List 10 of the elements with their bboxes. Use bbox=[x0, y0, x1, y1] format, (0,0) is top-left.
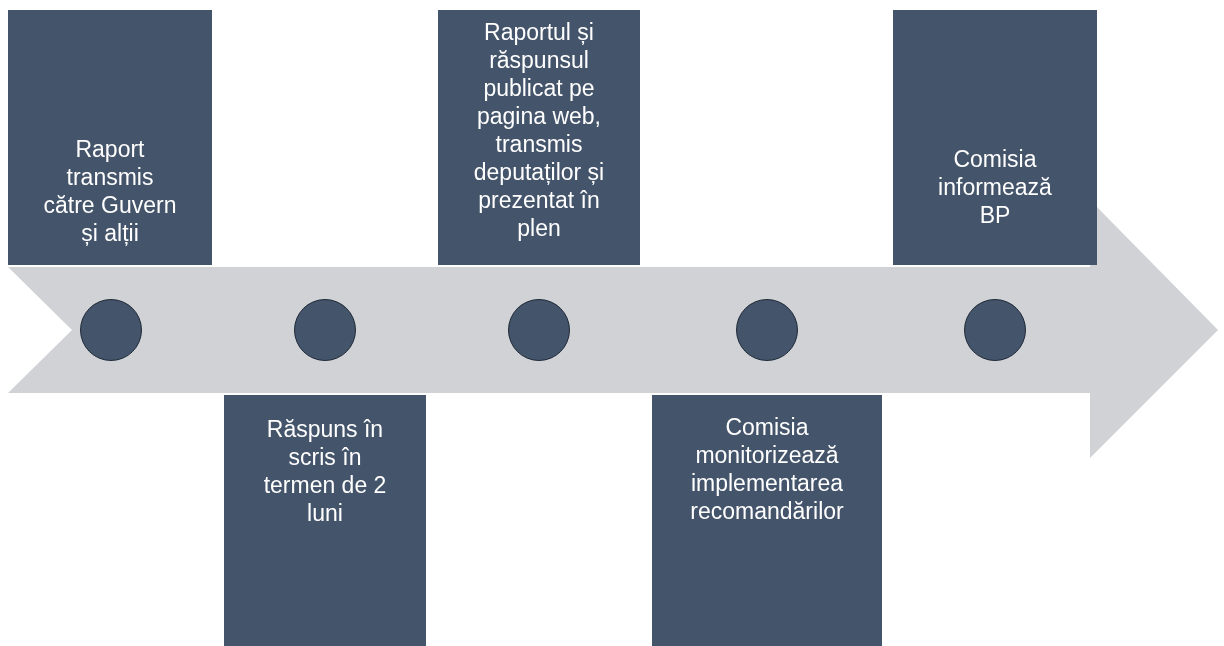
step-box bbox=[224, 395, 426, 646]
step-box bbox=[438, 10, 640, 265]
step-text: Răspuns în scris în termen de 2 luni bbox=[262, 415, 388, 527]
step-text: Comisia informează BP bbox=[937, 145, 1053, 229]
step-text: Raportul și răspunsul publicat pe pagina web, transmis deputaților și prezentat în plen bbox=[472, 18, 606, 242]
step-box bbox=[652, 395, 882, 646]
step-text: Raport transmis către Guvern și alții bbox=[42, 135, 178, 247]
step-box bbox=[8, 10, 212, 265]
step-text: Comisia monitorizează implementarea recomandărilor bbox=[689, 413, 845, 525]
step-box bbox=[893, 10, 1097, 265]
